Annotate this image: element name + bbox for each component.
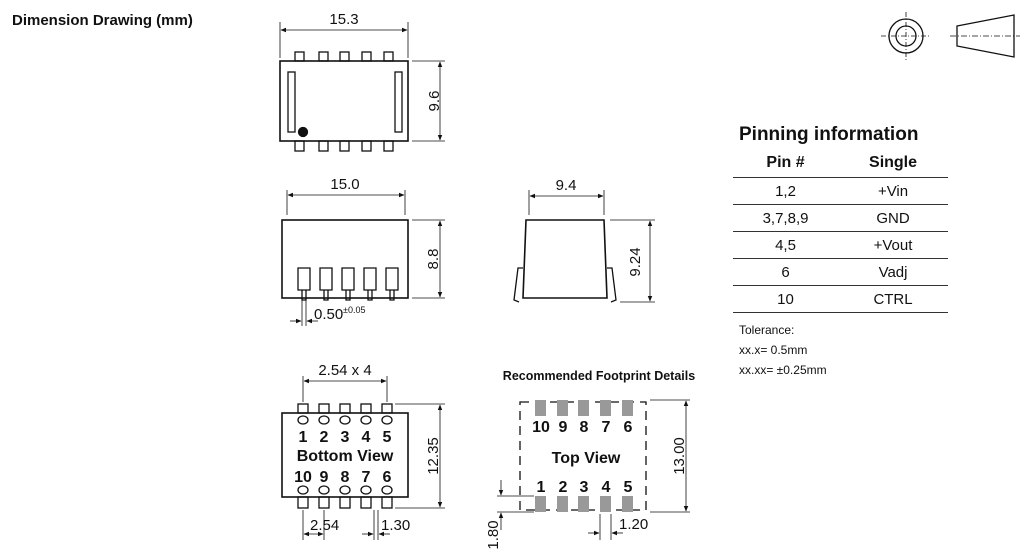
- footprint-bottom-pin-numbers: 1 2 3 4 5: [537, 479, 633, 496]
- projection-circle-icon: [881, 12, 931, 60]
- dim-pad-label: 1.30: [381, 517, 410, 534]
- bottom-view-top-pin-numbers: 1 2 3 4 5: [299, 429, 392, 446]
- pin-number: 6: [624, 419, 633, 436]
- dim-footprint-height-label: 13.00: [671, 437, 688, 475]
- top-view-upper-pins: [294, 51, 394, 62]
- footprint-label: Top View: [552, 450, 621, 467]
- top-view: [279, 22, 445, 152]
- dim-pin-width-label: 0.50: [314, 306, 343, 323]
- pin-number: 2: [320, 429, 329, 446]
- pin-number: 5: [383, 429, 392, 446]
- tolerance-title: Tolerance:: [739, 323, 795, 337]
- dim-pitch-label: 2.54: [310, 517, 339, 534]
- pin-cell: 10: [733, 285, 839, 313]
- column-header-pin: Pin #: [733, 152, 839, 178]
- bottom-view-lower-pins: [297, 485, 393, 509]
- column-header-single: Single: [838, 152, 948, 178]
- footprint-title: Recommended Footprint Details: [503, 369, 695, 383]
- pin-number: 8: [341, 469, 350, 486]
- pin-number: 2: [559, 479, 568, 496]
- page-title: Dimension Drawing (mm): [12, 12, 193, 29]
- footprint-top-pin-numbers: 10 9 8 7 6: [532, 419, 632, 436]
- pin-number: 7: [362, 469, 371, 486]
- side-view-body: [281, 219, 409, 299]
- dim-end-height-label: 9.24: [627, 247, 644, 276]
- pin-number: 3: [341, 429, 350, 446]
- pin-cell: 4,5: [733, 231, 839, 259]
- table-row: 4,5+Vout: [733, 231, 948, 259]
- pin-number: 1: [537, 479, 546, 496]
- end-view-body: [522, 219, 608, 299]
- end-view-lead-right: [607, 267, 617, 303]
- bottom-view-bottom-pin-numbers: 10 9 8 7 6: [294, 469, 391, 486]
- tolerance-line-2: xx.xx= ±0.25mm: [739, 363, 827, 377]
- table-header-row: Pin # Single: [733, 152, 948, 178]
- dim-top-width-label: 15.3: [329, 11, 358, 28]
- pin-number: 9: [320, 469, 329, 486]
- pin-number: 7: [602, 419, 611, 436]
- tolerance-note: Tolerance: xx.x= 0.5mm xx.xx= ±0.25mm: [739, 320, 827, 380]
- bottom-view-upper-pins: [297, 403, 393, 425]
- dim-side-width-label: 15.0: [330, 176, 359, 193]
- signal-cell: +Vout: [838, 231, 948, 259]
- tolerance-line-1: xx.x= 0.5mm: [739, 343, 808, 357]
- pin1-marker: [297, 126, 309, 138]
- projection-cone-icon: [950, 14, 1020, 58]
- dim-pad-width-label: 1.20: [619, 516, 648, 533]
- pin-cell: 1,2: [733, 177, 839, 205]
- side-view-pins: [297, 267, 399, 301]
- bottom-view: [281, 376, 445, 540]
- pin-number: 8: [580, 419, 589, 436]
- pin-cell: 6: [733, 258, 839, 286]
- pin-number: 10: [294, 469, 312, 486]
- dim-pad-length-label: 1.80: [485, 520, 502, 549]
- top-view-lower-pins: [294, 140, 394, 152]
- signal-cell: Vadj: [838, 258, 948, 286]
- top-view-slot-right: [394, 71, 403, 133]
- dim-end-width-label: 9.4: [556, 177, 577, 194]
- dim-bottom-height-label: 12.35: [425, 437, 442, 475]
- dim-top-height-label: 9.6: [426, 91, 443, 112]
- dim-pin-tolerance: ±0.05: [343, 305, 365, 315]
- pin-number: 10: [532, 419, 550, 436]
- footprint-pads: [535, 400, 633, 512]
- pin-number: 9: [559, 419, 568, 436]
- footprint-view: [497, 399, 690, 540]
- signal-cell: GND: [838, 204, 948, 232]
- pin-number: 4: [602, 479, 611, 496]
- pin-number: 1: [299, 429, 308, 446]
- pin-cell: 3,7,8,9: [733, 204, 839, 232]
- pin-number: 5: [624, 479, 633, 496]
- end-view: [513, 190, 655, 303]
- signal-cell: CTRL: [838, 285, 948, 313]
- end-view-lead-left: [513, 267, 523, 303]
- pin-number: 4: [362, 429, 371, 446]
- bottom-view-label: Bottom View: [297, 448, 394, 465]
- dim-pitch-total-label: 2.54 x 4: [318, 362, 371, 379]
- pinning-title: Pinning information: [739, 124, 919, 145]
- table-row: 1,2+Vin: [733, 177, 948, 205]
- pin-number: 6: [383, 469, 392, 486]
- side-view: [281, 190, 445, 326]
- top-view-slot-left: [287, 71, 296, 133]
- pin-number: 3: [580, 479, 589, 496]
- signal-cell: +Vin: [838, 177, 948, 205]
- dim-side-height-label: 8.8: [425, 249, 442, 270]
